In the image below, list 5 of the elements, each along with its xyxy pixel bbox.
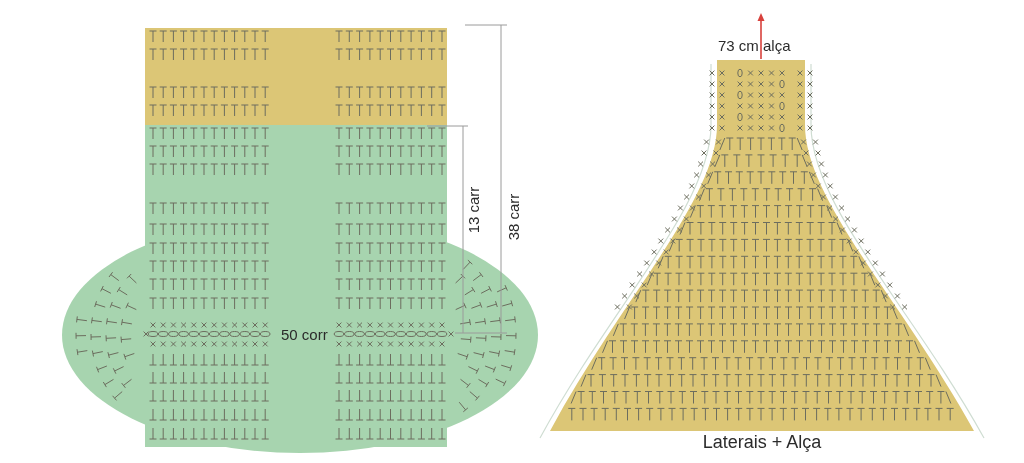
measurement-label: 73 cm alça bbox=[718, 37, 791, 53]
piece-caption: Laterais + Alça bbox=[702, 433, 822, 451]
stitch-count-label: 50 corr bbox=[281, 326, 328, 342]
dimension-label: 38 carr bbox=[505, 193, 520, 241]
dimension-label: 13 carr bbox=[465, 186, 480, 234]
